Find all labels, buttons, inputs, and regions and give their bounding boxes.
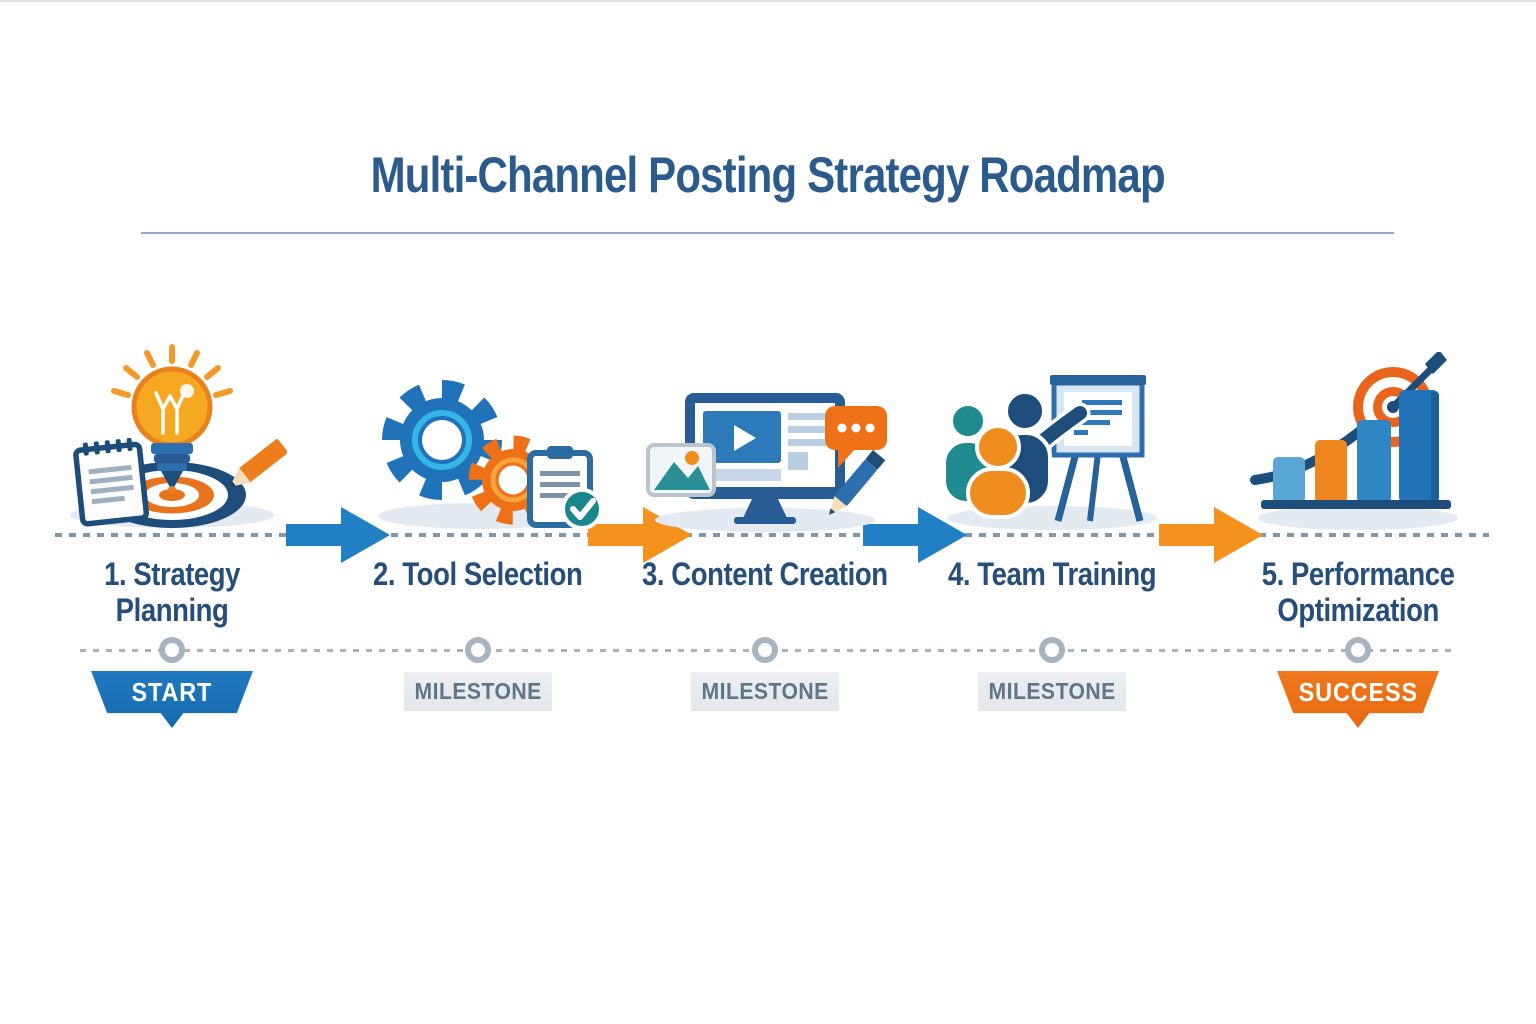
growth-chart-target-icon — [1250, 352, 1458, 530]
page-title-text: Multi-Channel Posting Strategy Roadmap — [370, 147, 1166, 203]
start-badge-label: START — [131, 677, 213, 707]
presentation-board — [1050, 375, 1146, 522]
success-badge-label: SUCCESS — [1298, 677, 1418, 707]
arrow-right-icon — [286, 507, 390, 563]
bar-chart — [1261, 390, 1451, 509]
stage-label-line: 1. Strategy — [104, 556, 240, 592]
arrow-right-icon — [1159, 507, 1263, 563]
stage-label-4: 4. Team Training — [892, 556, 1212, 592]
person-orange — [966, 424, 1030, 519]
success-badge: SUCCESS — [1277, 671, 1439, 728]
blue-gear — [382, 380, 502, 500]
milestone-badge-label: MILESTONE — [414, 678, 542, 704]
milestone-badge: MILESTONE — [978, 672, 1126, 711]
timeline-node — [465, 637, 491, 663]
timeline-dotted-line — [55, 533, 1489, 537]
pencil — [229, 439, 287, 488]
milestone-badge-label: MILESTONE — [988, 678, 1116, 704]
stage-label-line: Optimization — [1277, 592, 1439, 628]
idea-lightbulb-target-icon — [70, 344, 287, 528]
monitor-content-icon — [646, 393, 887, 532]
stage-label-2: 2. Tool Selection — [318, 556, 638, 592]
timeline-node — [1039, 637, 1065, 663]
stage-label-line: 4. Team Training — [947, 556, 1157, 592]
light-rays — [111, 344, 233, 398]
page-title: Multi-Channel Posting Strategy Roadmap — [0, 146, 1536, 204]
checklist-clipboard — [527, 446, 600, 530]
timeline-node — [752, 637, 778, 663]
team-presentation-icon — [942, 375, 1157, 530]
milestone-badge-label: MILESTONE — [701, 678, 829, 704]
gears-checklist-icon — [378, 380, 600, 530]
stage-label-line: 2. Tool Selection — [373, 556, 583, 592]
timeline-node — [1345, 637, 1371, 663]
start-badge: START — [91, 671, 253, 728]
stage-label-3: 3. Content Creation — [605, 556, 925, 592]
title-divider — [141, 232, 1394, 234]
timeline-node — [159, 637, 185, 663]
notepad — [73, 437, 150, 527]
milestone-badge: MILESTONE — [404, 672, 552, 711]
arrow-right-icon — [863, 507, 967, 563]
stage-label-line: Planning — [115, 592, 229, 628]
stage-label-line: 3. Content Creation — [642, 556, 888, 592]
image-thumbnail — [646, 443, 716, 497]
stage-label-line: 5. Performance — [1261, 556, 1455, 592]
page-top-border — [0, 0, 1536, 2]
milestone-badge: MILESTONE — [691, 672, 839, 711]
blue-pencil — [829, 450, 886, 515]
speech-bubble — [825, 406, 887, 468]
